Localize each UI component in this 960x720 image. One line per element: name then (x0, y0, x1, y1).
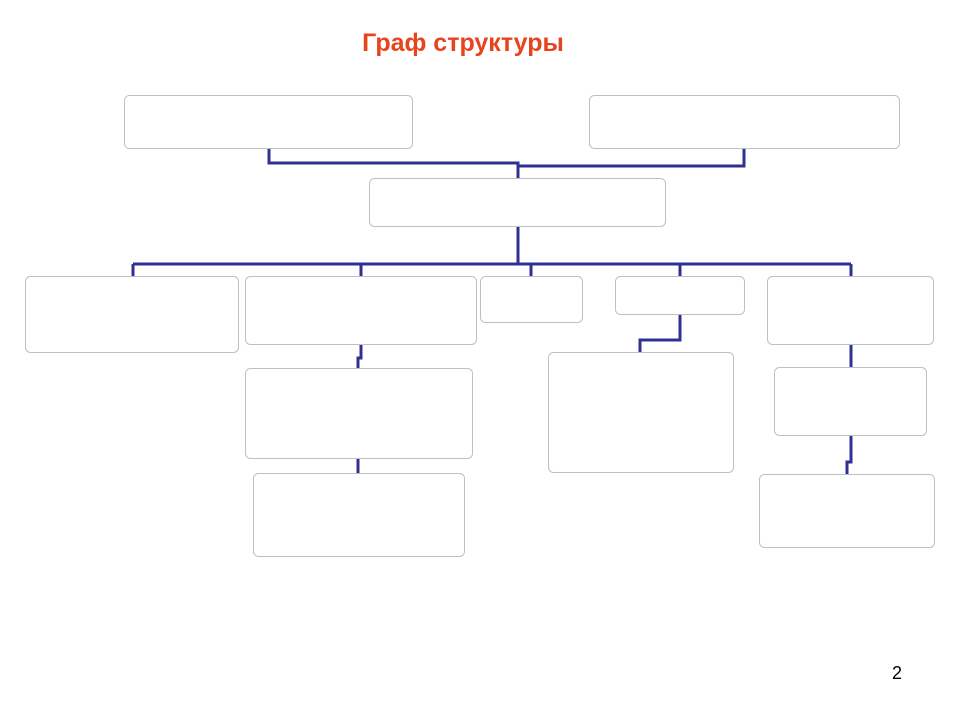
node-child-5-sub-1 (774, 367, 927, 436)
connector-child-5-sub-1-sub-2 (845, 436, 853, 474)
node-child-4-sub-1 (548, 352, 734, 473)
connector-top-left-center (267, 149, 520, 178)
node-child-2 (245, 276, 477, 345)
page-number: 2 (891, 663, 902, 683)
node-child-5-sub-2 (759, 474, 935, 548)
node-child-2-sub-2 (253, 473, 465, 557)
node-top-left (124, 95, 413, 149)
connector-top-right-center (518, 149, 746, 168)
connector-child-2-sub-1 (356, 345, 363, 368)
node-child-1 (25, 276, 239, 353)
nodes (25, 95, 935, 557)
node-child-5 (767, 276, 934, 345)
connector-child-4-sub-1 (638, 315, 682, 352)
connectors (131, 149, 853, 474)
node-top-right (589, 95, 900, 149)
slide-title: Граф структуры (362, 29, 564, 57)
node-center (369, 178, 666, 227)
node-child-3 (480, 276, 583, 323)
node-child-4 (615, 276, 745, 315)
node-child-2-sub-1 (245, 368, 473, 459)
